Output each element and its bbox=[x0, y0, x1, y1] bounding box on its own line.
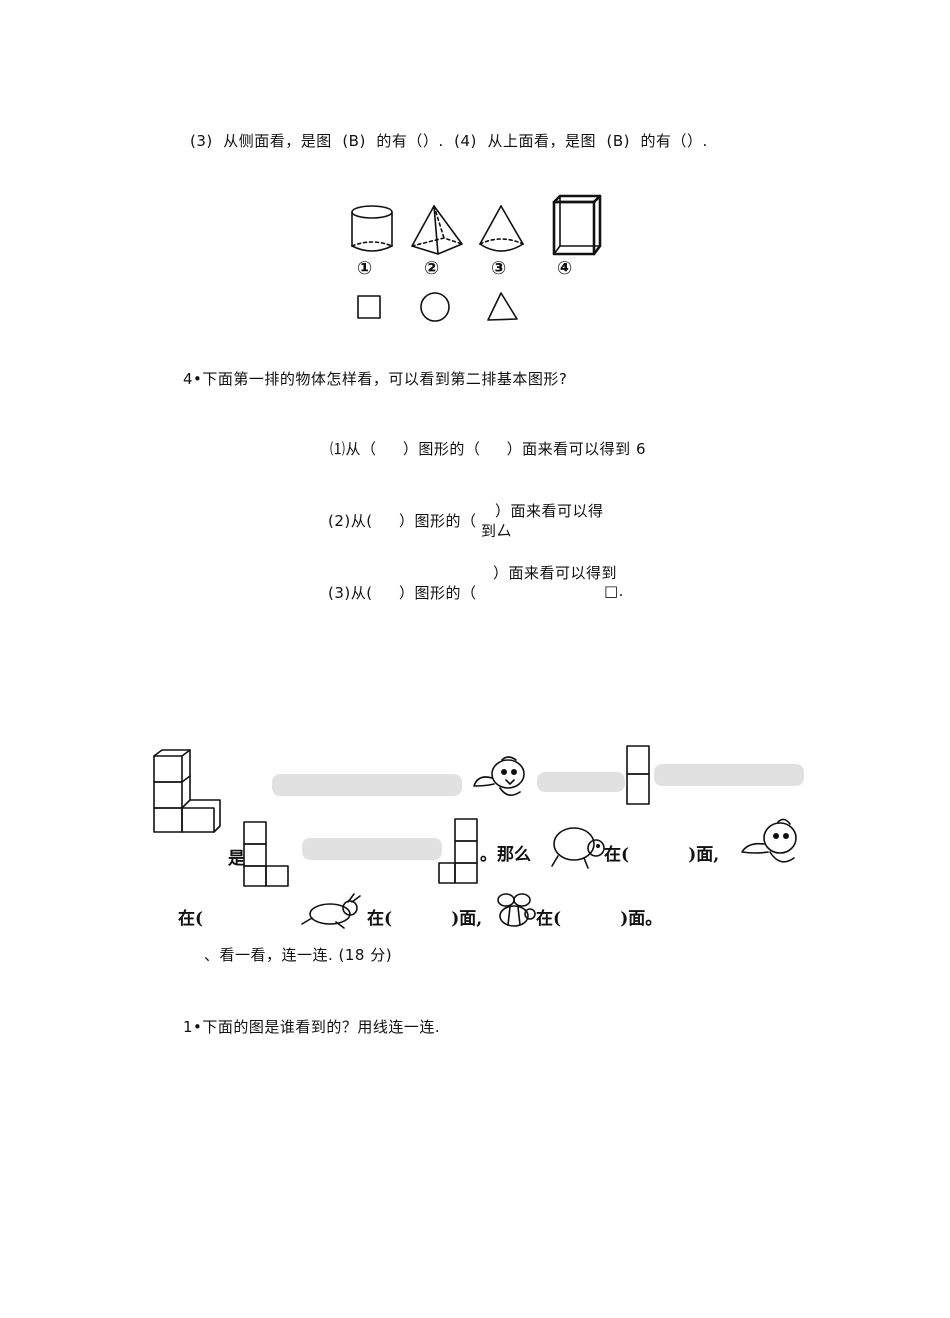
parrot-icon bbox=[741, 818, 797, 863]
faded-text-region-1 bbox=[272, 774, 462, 796]
sub-question-2-part-a: (2)从( ）图形的（ bbox=[328, 512, 477, 530]
rabbit-icon bbox=[301, 893, 361, 929]
solid-label-3: ③ bbox=[491, 258, 507, 279]
turtle-icon bbox=[551, 827, 605, 869]
cuboid-figure bbox=[552, 194, 602, 256]
sub-question-3-part-c: □. bbox=[604, 582, 624, 600]
faded-text-region-4 bbox=[302, 838, 442, 860]
solid-label-1: ① bbox=[357, 258, 373, 279]
question-1-heading: 1•下面的图是谁看到的？用线连一连. bbox=[183, 1018, 441, 1036]
cylinder-figure bbox=[351, 205, 393, 252]
question-4-heading: 4•下面第一排的物体怎样看，可以看到第二排基本图形? bbox=[183, 370, 568, 388]
square-shape bbox=[357, 295, 381, 319]
l-shape-view bbox=[243, 821, 289, 887]
vertical-view-shape bbox=[438, 818, 478, 884]
column-of-two-cubes bbox=[626, 745, 650, 805]
solid-label-4: ④ bbox=[557, 258, 573, 279]
cube-stack-figure bbox=[153, 749, 221, 833]
puzzle-text-zai-3: 在( )面, bbox=[367, 909, 483, 929]
puzzle-text-zai-4: 在( )面。 bbox=[536, 909, 663, 929]
triangle-shape bbox=[487, 292, 518, 321]
cone-figure bbox=[479, 205, 524, 252]
sub-question-2-part-b: ）面来看可以得 bbox=[495, 502, 604, 520]
question-3-4-line: (3) 从侧面看，是图 (B) 的有（）. (4) 从上面看，是图 (B) 的有… bbox=[190, 132, 708, 150]
puzzle-text-zai-2: 在( bbox=[178, 909, 204, 929]
bird-icon bbox=[473, 756, 525, 796]
solid-label-2: ② bbox=[424, 258, 440, 279]
sub-question-2-part-c: 到厶 bbox=[481, 522, 513, 540]
pyramid-figure bbox=[411, 205, 463, 255]
sub-question-3-part-b: ）面来看可以得到 bbox=[493, 564, 618, 582]
puzzle-text-name-me: 。那么 bbox=[480, 845, 531, 865]
bee-icon bbox=[497, 893, 536, 927]
section-heading: 、看一看，连一连. (18 分) bbox=[204, 946, 393, 964]
sub-question-1: ⑴从（ ）图形的（ ）面来看可以得到 6 bbox=[330, 440, 646, 458]
circle-shape bbox=[420, 292, 450, 322]
puzzle-text-shi: 是 bbox=[228, 849, 245, 869]
sub-question-3-part-a: (3)从( ）图形的（ bbox=[328, 584, 477, 602]
faded-text-region-2 bbox=[537, 772, 625, 792]
faded-text-region-3 bbox=[654, 764, 804, 786]
puzzle-text-zai-1: 在( )面, bbox=[604, 845, 720, 865]
